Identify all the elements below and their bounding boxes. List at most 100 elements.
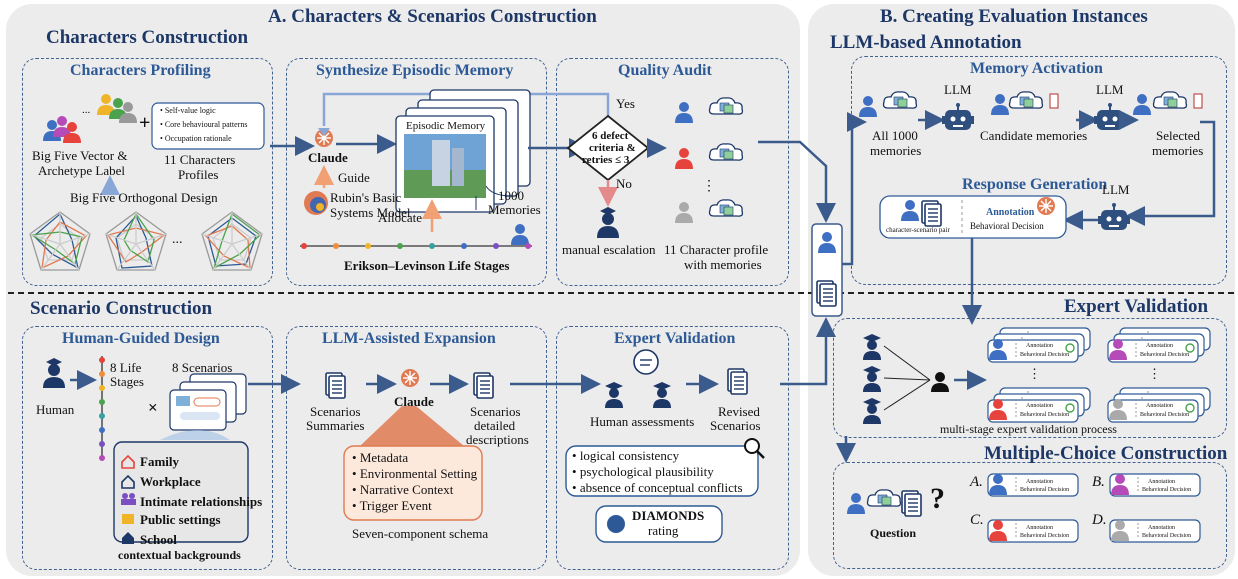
expert-validation-a-box [556, 326, 789, 570]
big-five-label: Big Five Vector & [32, 148, 128, 163]
ev-card-dec-3: Behavioral Decision [1020, 412, 1070, 418]
radar-chart-icon [29, 211, 263, 271]
claude-label-2: Claude [394, 394, 434, 409]
character-avatars-icon [43, 94, 137, 143]
expansion-title: LLM-Assisted Expansion [322, 330, 496, 347]
memory-activation-title: Memory Activation [970, 60, 1103, 77]
human-guided-title: Human-Guided Design [62, 330, 220, 347]
episodic-memory-cards [395, 89, 531, 213]
ev-card-dec-4: Behavioral Decision [1140, 412, 1190, 418]
ev-vdots-1: ⋮ [1028, 366, 1041, 381]
claude-icon-2 [400, 368, 420, 388]
llm-annotation-title: LLM-based Annotation [830, 32, 1022, 53]
section-b-title: B. Creating Evaluation Instances [880, 6, 1148, 27]
context-workplace: Workplace [140, 474, 201, 489]
annotation-label: Annotation [986, 207, 1035, 218]
criteria-line-1: 6 defect [592, 130, 629, 142]
criteria-bullet-1: • logical consistency [572, 448, 680, 463]
manual-escalation-icon [597, 207, 619, 238]
criteria-bullet-3: • absence of conceptual conflicts [572, 480, 743, 495]
question-mark: ? [930, 482, 945, 515]
schema-item-4: • Trigger Event [352, 498, 432, 513]
mc-dec-d: Behavioral Decision [1142, 533, 1192, 539]
all-memories-2: memories [870, 143, 922, 158]
profiles-label-2: Profiles [178, 167, 219, 182]
life-stages-1: 8 Life [110, 360, 142, 375]
rubin-model-icon [304, 191, 328, 215]
response-generation-title: Response Generation [962, 176, 1108, 193]
profiles-label-1: 11 Characters [164, 152, 236, 167]
decision-label: Behavioral Decision [970, 221, 1044, 231]
llm-robot-icon-3 [1097, 202, 1131, 231]
expert-validation-b-box [833, 318, 1227, 438]
profile-memories-1: 11 Character profile [664, 242, 769, 257]
ev-vdots-2: ⋮ [1148, 366, 1161, 381]
ev-card-annot-1: Annotation [1026, 343, 1053, 349]
character-profiles-with-memories [675, 97, 744, 223]
llm-label-1: LLM [944, 82, 972, 97]
scenario-construction-title: Scenario Construction [30, 298, 213, 319]
ev-card-annot-4: Annotation [1146, 403, 1173, 409]
characters-profiling-box [22, 58, 273, 286]
context-intimate: Intimate relationships [140, 494, 263, 509]
section-divider [8, 292, 1234, 294]
contextual-backgrounds-box [113, 441, 249, 543]
ev-card-dec-1: Behavioral Decision [1020, 352, 1070, 358]
quality-audit-box [556, 58, 789, 286]
assessment-criteria-box [565, 445, 759, 497]
option-c[interactable]: C. [970, 512, 984, 528]
schema-caption: Seven-component schema [352, 526, 489, 541]
episodic-memory-title: Synthesize Episodic Memory [316, 62, 514, 79]
all-memories-1: All 1000 [872, 128, 918, 143]
detailed-2: detailed [474, 418, 516, 433]
validation-cards [987, 327, 1211, 423]
summaries-1: Scenarios [310, 404, 361, 419]
memories-label: Memories [488, 202, 541, 217]
expert-network [863, 334, 949, 424]
memories-count: 1000 [498, 188, 524, 203]
characters-construction-title: Characters Construction [46, 27, 249, 48]
llm-robot-icon-2 [1093, 102, 1127, 131]
claude-label: Claude [308, 150, 348, 165]
context-family: Family [140, 454, 179, 469]
option-d[interactable]: D. [1092, 512, 1107, 528]
llm-robot-icon-1 [941, 102, 975, 131]
llm-label-2: LLM [1096, 82, 1124, 97]
life-stages-2: Stages [110, 374, 144, 389]
profile-memories-2: with memories [684, 257, 762, 272]
times-sign: × [148, 398, 158, 417]
mc-annot-b: Annotation [1148, 479, 1175, 485]
mc-annot-a: Annotation [1026, 479, 1053, 485]
life-stage-axis [99, 356, 105, 461]
episodic-card-label: Episodic Memory [406, 120, 486, 132]
context-school: School [140, 532, 177, 547]
context-public: Public settings [140, 512, 221, 527]
profile-bullet-2: • Core behavioural patterns [160, 120, 248, 129]
scenarios-label: 8 Scenarios [172, 360, 233, 375]
mc-annot-d: Annotation [1148, 525, 1175, 531]
option-a[interactable]: A. [970, 474, 983, 490]
diamonds-icon [607, 515, 625, 533]
mc-dec-c: Behavioral Decision [1020, 533, 1070, 539]
assessments-label: Human assessments [590, 414, 695, 429]
diamonds-label-1: DIAMONDS [632, 508, 705, 523]
episodic-memory-box [286, 58, 547, 286]
schema-item-1: • Metadata [352, 450, 409, 465]
diamonds-label-2: rating [648, 523, 679, 538]
multiple-choice-title: Multiple-Choice Construction [984, 443, 1228, 464]
schema-item-3: • Narrative Context [352, 482, 454, 497]
life-stages-label: Erikson–Levinson Life Stages [344, 258, 510, 273]
section-a-title: A. Characters & Scenarios Construction [268, 6, 597, 27]
guide-label: Guide [338, 170, 370, 185]
question-label: Question [870, 526, 917, 540]
criteria-line-3: retries ≤ 3 [582, 154, 630, 166]
expert-validation-b-title: Expert Validation [1064, 296, 1209, 317]
option-b[interactable]: B. [1092, 474, 1105, 490]
escalation-label: manual escalation [562, 242, 656, 257]
profile-bullet-3: • Occupation rationale [160, 134, 232, 143]
criteria-bullet-2: • psychological plausibility [572, 464, 714, 479]
quality-audit-title: Quality Audit [618, 62, 712, 79]
mc-annot-c: Annotation [1026, 525, 1053, 531]
human-guided-box [22, 326, 273, 570]
orthogonal-label: Big Five Orthogonal Design [70, 190, 218, 205]
